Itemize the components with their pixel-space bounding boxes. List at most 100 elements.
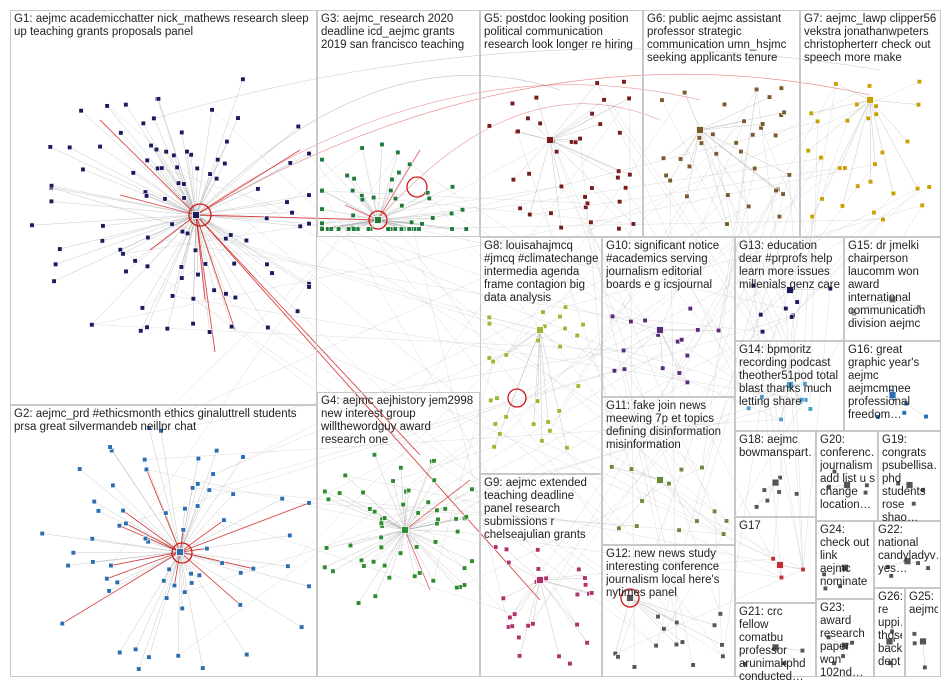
graph-node: [306, 192, 312, 198]
graph-node: [770, 556, 776, 562]
graph-node: [580, 322, 586, 328]
group-box-g20: G20: conferenc… journalism add list u s …: [816, 431, 878, 521]
graph-edge: [51, 187, 490, 318]
graph-node: [78, 108, 84, 114]
graph-node: [562, 304, 569, 310]
graph-edge-highlight: [179, 548, 207, 553]
graph-node: [794, 299, 800, 305]
graph-node: [223, 291, 229, 297]
graph-edge: [404, 529, 458, 532]
graph-node: [151, 115, 157, 121]
graph-edge-arc: [149, 48, 881, 121]
graph-edge: [195, 214, 298, 312]
graph-node: [583, 582, 589, 588]
graph-node: [407, 161, 413, 167]
graph-edge-highlight: [179, 502, 310, 553]
graph-edge: [748, 120, 848, 409]
graph-edge: [167, 214, 197, 329]
graph-edge: [404, 461, 433, 531]
graph-node: [161, 578, 167, 584]
graph-node: [163, 149, 169, 155]
graph-node: [431, 477, 437, 483]
graph-node: [922, 664, 928, 671]
graph-edge: [150, 145, 197, 216]
graph-edge: [73, 551, 181, 554]
graph-node: [676, 527, 682, 533]
graph-edge: [835, 83, 871, 101]
graph-node: [342, 472, 348, 478]
graph-edge: [69, 147, 197, 216]
graph-edge-highlight: [195, 214, 216, 353]
graph-node: [574, 332, 580, 339]
graph-edge: [596, 82, 749, 409]
graph-node: [562, 325, 568, 332]
graph-node: [911, 501, 917, 507]
graph-edge: [122, 186, 562, 255]
graph-edge: [51, 187, 688, 383]
graph-node: [517, 205, 523, 211]
graph-node: [159, 165, 165, 171]
graph-node: [760, 121, 766, 127]
graph-edge: [869, 99, 876, 165]
graph-node: [104, 103, 110, 109]
graph-node: [486, 355, 492, 361]
graph-node: [842, 165, 848, 171]
graph-node: [754, 86, 760, 93]
graph-node: [297, 223, 303, 229]
graph-node: [567, 661, 573, 667]
graph-node: [698, 140, 705, 146]
graph-hub-node: [841, 641, 849, 650]
graph-hub-node: [656, 476, 664, 484]
graph-edge: [195, 214, 269, 328]
graph-node: [873, 111, 879, 117]
graph-node: [626, 95, 632, 101]
graph-node: [799, 648, 805, 654]
graph-edge-highlight: [62, 551, 181, 624]
self-loop: [171, 542, 193, 564]
graph-node: [839, 203, 846, 209]
graph-node: [132, 258, 138, 264]
group-label: G9: aejmc extended teaching deadline pan…: [484, 477, 591, 541]
graph-node: [434, 507, 440, 513]
graph-edge: [328, 499, 406, 531]
graph-hub-node: [374, 216, 382, 224]
graph-hub-node: [192, 211, 200, 219]
graph-node: [716, 327, 722, 334]
graph-edge: [659, 479, 724, 535]
graph-edge: [517, 131, 551, 141]
graph-node: [615, 175, 621, 181]
group-label: G19: congrats psubellisa… phd students r…: [882, 434, 938, 524]
group-box-g8: G8: louisahajmcq #jmcq #climatechange in…: [480, 237, 602, 474]
graph-edge: [699, 129, 728, 225]
group-label: G3: aejmc_research 2020 deadline icd_aej…: [321, 13, 465, 51]
graph-edge: [536, 97, 551, 141]
graph-node: [417, 570, 423, 576]
graph-node: [696, 135, 702, 141]
graph-edge-arc: [195, 84, 701, 216]
graph-edge: [179, 493, 234, 553]
graph-node: [328, 226, 334, 232]
group-box-g3: G3: aejmc_research 2020 deadline icd_aej…: [317, 10, 480, 237]
graph-node: [221, 517, 227, 523]
graph-edge: [415, 228, 786, 309]
graph-node: [494, 395, 500, 401]
graph-node: [143, 466, 150, 473]
graph-node: [463, 514, 469, 520]
graph-edge: [839, 99, 871, 169]
graph-edge: [714, 511, 723, 645]
graph-node: [350, 188, 356, 194]
graph-edge: [350, 529, 406, 546]
graph-node: [182, 506, 188, 512]
graph-node: [435, 516, 441, 522]
graph-node: [180, 527, 186, 533]
graph-edge: [388, 98, 630, 230]
graph-edge: [549, 89, 757, 431]
graph-node: [627, 172, 633, 178]
graph-edge: [197, 206, 749, 485]
graph-edge: [122, 214, 197, 255]
graph-node: [589, 111, 595, 117]
graph-edge: [508, 579, 541, 628]
graph-node: [764, 498, 770, 504]
graph-node: [723, 518, 730, 524]
graph-edge: [345, 475, 406, 531]
